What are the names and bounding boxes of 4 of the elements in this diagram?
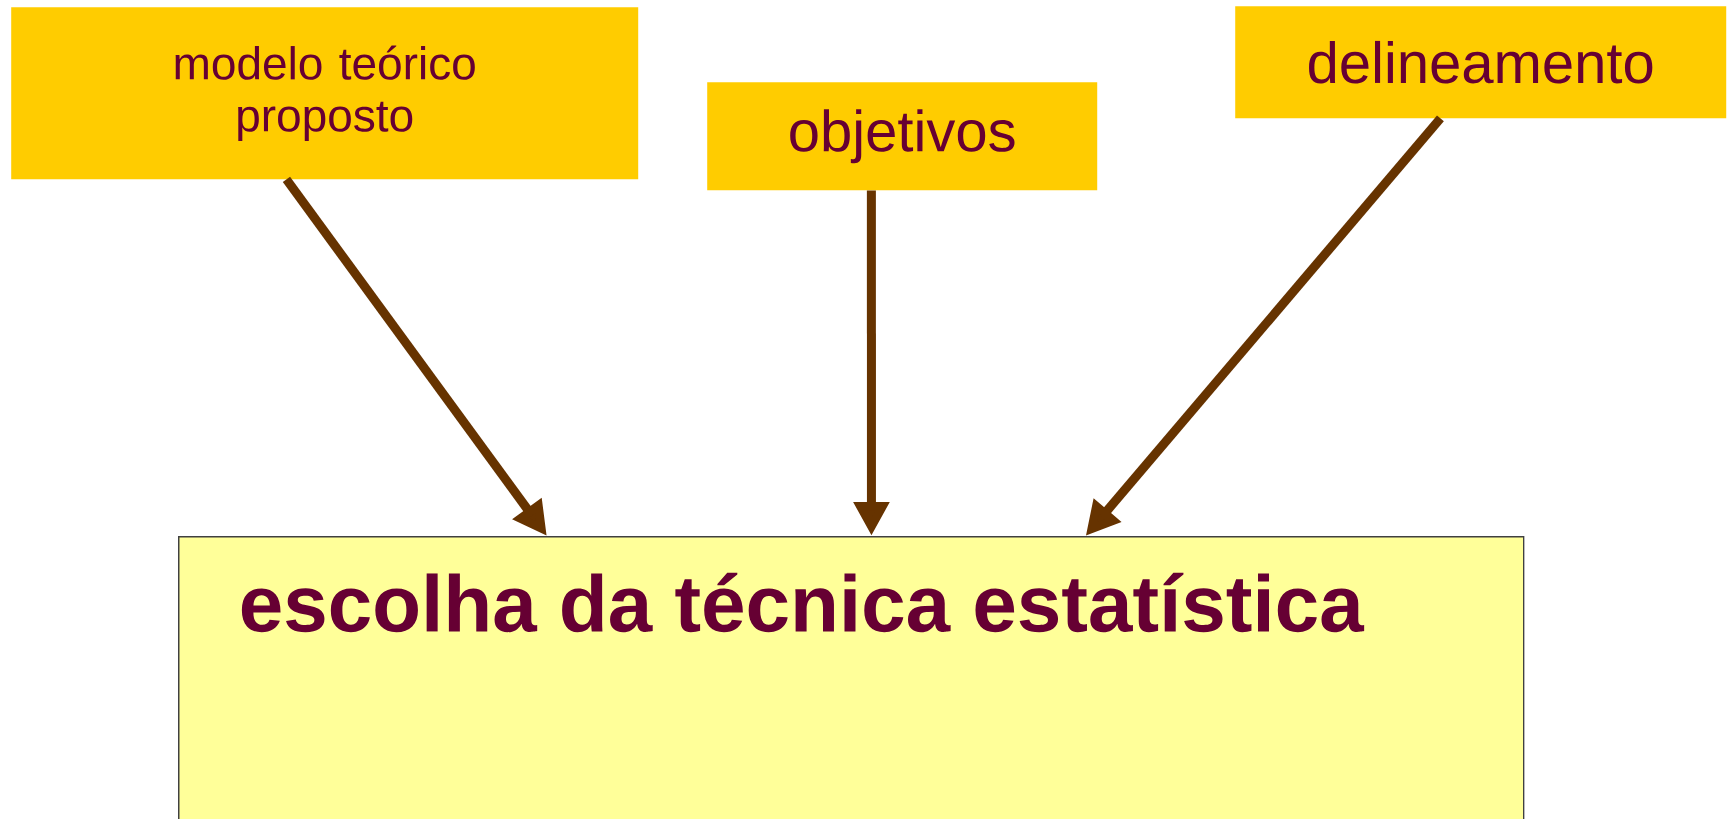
result-box: escolha da técnica estatística <box>178 536 1525 819</box>
label-box: delineamento <box>1235 6 1727 119</box>
label-box: modelo teórico proposto <box>11 7 639 180</box>
label-box: objetivos <box>707 82 1098 191</box>
